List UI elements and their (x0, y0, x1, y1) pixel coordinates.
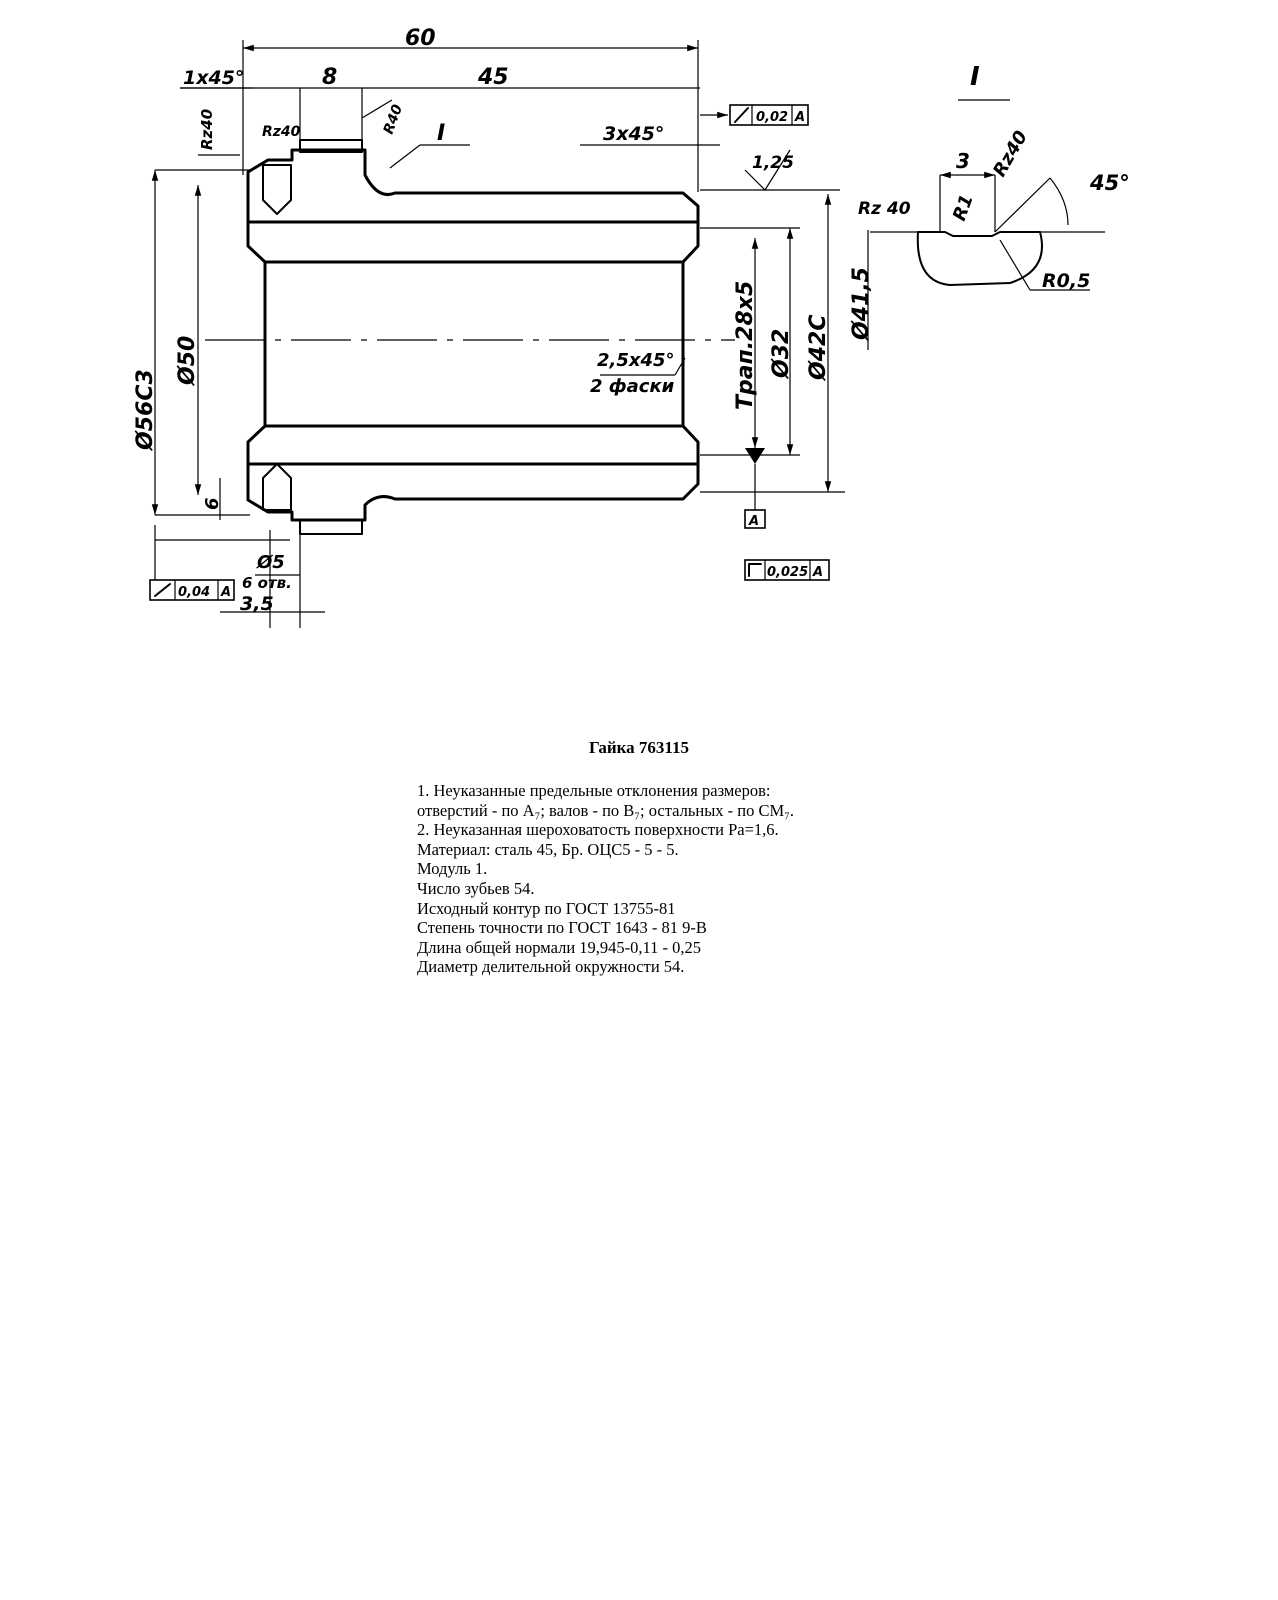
top-hole (262, 164, 292, 215)
tolerance-top-datum: A (794, 110, 805, 125)
bottom-tooth (299, 519, 363, 535)
note-line: Диаметр делительной окружности 54. (417, 957, 685, 977)
view-mark: I (437, 121, 445, 146)
dim-thread: Трап.28x5 (733, 281, 758, 410)
lower-body (246, 462, 700, 522)
tolerance-bottom-datum: A (220, 585, 231, 600)
detail-r05: R0,5 (1042, 270, 1090, 292)
tolerance-bottom-value: 0,04 (178, 585, 210, 600)
dim-chamfer-inner: 2,5x45° (597, 350, 675, 371)
tolerance-right-value: 0,025 (767, 565, 808, 580)
dim-hole-note: 6 отв. (242, 574, 292, 592)
dim-r40: R40 (381, 102, 406, 136)
tolerance-frame-bottom: 0,04 A (149, 579, 235, 601)
note-line: Число зубьев 54. (417, 878, 535, 898)
detail-angle: 45° (1089, 171, 1130, 195)
tolerance-top-value: 0,02 (756, 110, 788, 125)
dim-rz40-left: Rz40 (198, 109, 216, 150)
note-line: 1. Неуказанные предельные отклонения раз… (417, 781, 771, 800)
datum-a-label: A (748, 514, 759, 529)
detail-dim-3: 3 (956, 149, 970, 173)
bore (263, 260, 685, 428)
lower-sleeve (246, 424, 700, 466)
dim-d32: Ø32 (769, 329, 794, 380)
tolerance-frame-top: 0,02 A (729, 104, 809, 126)
drawing-title: Гайка 763115 (589, 738, 689, 757)
notes-list: 1. Неуказанные предельные отклонения раз… (417, 781, 794, 977)
dim-chamfer-right: 3x45° (603, 123, 664, 145)
dim-35: 3,5 (240, 593, 274, 615)
technical-drawing: 0,02 A 0,04 A 0,025 A 60 1x45° 8 45 Rz40… (133, 26, 1130, 628)
dim-d42: Ø42С (806, 315, 831, 382)
dim-chamfer-left: 1x45° (183, 67, 244, 89)
note-line: 2. Неуказанная шероховатость поверхности… (417, 820, 779, 840)
note-line: Длина общей нормали 19,945-0,11 - 0,25 (417, 937, 702, 957)
dim-rz40-hole: Rz40 (262, 124, 301, 140)
dim-d50: Ø50 (175, 336, 200, 387)
upper-body (246, 148, 700, 224)
dim-d56: Ø56С3 (133, 369, 158, 452)
detail-rz40-left: Rz 40 (858, 199, 911, 219)
dim-60: 60 (405, 26, 436, 51)
detail-profile (916, 231, 1043, 286)
top-tooth (299, 139, 363, 153)
dimension-labels: 60 1x45° 8 45 Rz40 Rz40 R40 I 3x45° 1,25… (133, 26, 874, 615)
dim-8: 8 (322, 65, 337, 90)
upper-sleeve (246, 220, 700, 264)
note-line: Исходный контур по ГОСТ 13755-81 (417, 898, 676, 918)
dim-d41: Ø41,5 (849, 267, 874, 342)
note-line: Материал: сталь 45, Бр. ОЦС5 - 5 - 5. (417, 839, 679, 859)
dim-chamfer-count: 2 фаски (590, 376, 675, 397)
dim-hole: Ø5 (256, 552, 285, 573)
dim-45: 45 (477, 65, 509, 90)
detail-title: I (970, 62, 980, 92)
bottom-hole (262, 463, 292, 511)
note-line: Степень точности по ГОСТ 1643 - 81 9-В (417, 918, 707, 938)
detail-rz40: Rz40 (989, 127, 1032, 180)
tolerance-frame-right: 0,025 A (744, 559, 830, 581)
detail-r1: R1 (949, 192, 978, 224)
dimension-lines (151, 40, 845, 628)
detail-view: I 3 R1 Rz40 Rz 40 45° R0,5 (858, 62, 1130, 292)
nut-section (205, 139, 735, 535)
dim-roughness-125: 1,25 (752, 153, 794, 173)
dim-6: 6 (202, 497, 223, 510)
note-line: отверстий - по A₇; валов - по B₇; осталь… (417, 800, 795, 820)
note-line: Модуль 1. (417, 859, 488, 879)
tolerance-right-datum: A (812, 565, 823, 580)
